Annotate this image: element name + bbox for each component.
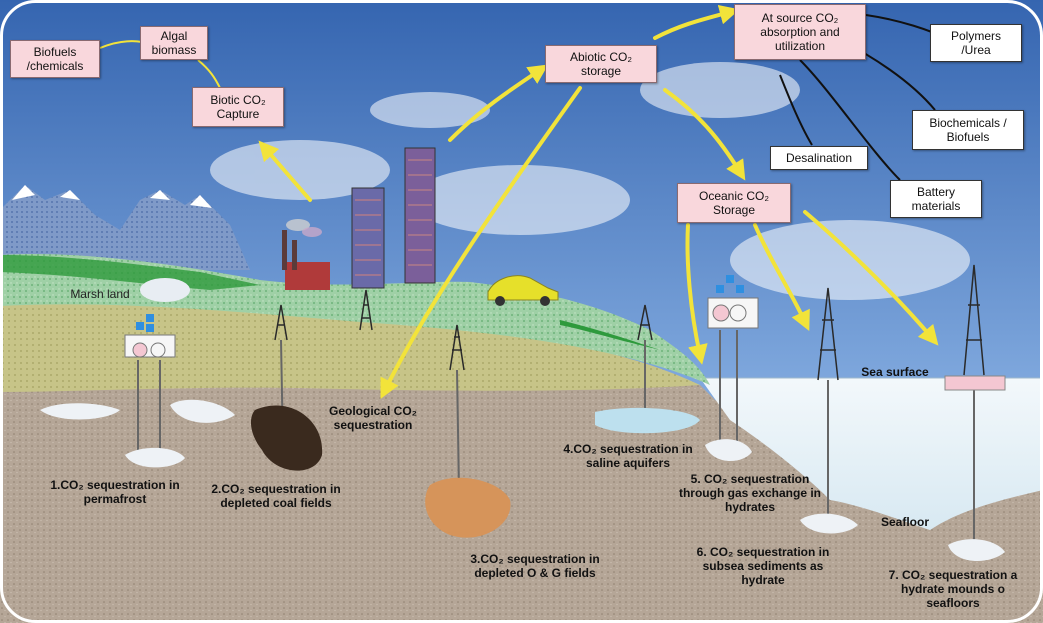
label-seafloor: Seafloor	[880, 515, 929, 529]
pipes	[137, 330, 975, 545]
box-desalination: Desalination	[770, 146, 868, 170]
flow-arrows	[258, 4, 939, 399]
capture-plant-left	[124, 314, 176, 358]
box-biotic-capture: Biotic CO₂ Capture	[192, 87, 284, 127]
box-biotic-capture-label: Biotic CO₂ Capture	[210, 93, 266, 121]
label-sea-surface: Sea surface	[861, 365, 929, 379]
yellow-stratum	[0, 303, 700, 392]
capture-plant-sea	[707, 275, 759, 329]
box-battery-materials: Battery materials	[890, 180, 982, 218]
algal-connector	[99, 40, 143, 49]
box-biochemicals-biofuels: Biochemicals / Biofuels	[912, 110, 1024, 150]
skyscrapers	[351, 147, 436, 289]
factory	[282, 219, 330, 290]
drilling-rigs	[274, 264, 985, 381]
marsh-grass	[0, 255, 260, 290]
label-geological: Geological CO₂ sequestration	[328, 404, 417, 432]
car	[487, 275, 559, 306]
box-algal-biomass: Algal biomass	[140, 26, 208, 60]
label-s1: 1.CO₂ sequestration in permafrost	[50, 478, 180, 506]
box-abiotic-storage: Abiotic CO₂ storage	[545, 45, 657, 83]
box-at-source-label: At source CO₂ absorption and utilization	[760, 11, 840, 53]
box-oceanic-storage: Oceanic CO₂ Storage	[677, 183, 791, 223]
label-s5: 5. CO₂ sequestration through gas exchang…	[678, 472, 822, 514]
reservoirs	[40, 399, 1005, 562]
box-battery-materials-label: Battery materials	[911, 185, 961, 213]
label-s2: 2.CO₂ sequestration in depleted coal fie…	[211, 482, 341, 510]
box-biofuels-chemicals-label: Biofuels /chemicals	[26, 45, 84, 73]
label-s4: 4.CO₂ sequestration in saline aquifers	[563, 442, 693, 470]
box-desalination-label: Desalination	[785, 151, 853, 165]
clouds	[210, 62, 970, 300]
sea-platform	[944, 375, 1006, 391]
mountains	[0, 185, 250, 270]
label-marsh-land: Marsh land	[70, 287, 130, 301]
ice-patch	[140, 278, 190, 302]
label-s7: 7. CO₂ sequestration a hydrate mounds o …	[888, 568, 1018, 610]
biotic-connector	[197, 59, 221, 89]
box-abiotic-storage-label: Abiotic CO₂ storage	[569, 50, 632, 78]
box-oceanic-storage-label: Oceanic CO₂ Storage	[698, 189, 769, 217]
grass-strip	[560, 320, 660, 350]
label-s3: 3.CO₂ sequestration in depleted O & G fi…	[470, 552, 600, 580]
label-s6: 6. CO₂ sequestration in subsea sediments…	[696, 545, 830, 587]
box-biochemicals-biofuels-label: Biochemicals / Biofuels	[929, 116, 1007, 144]
box-polymers-urea-label: Polymers /Urea	[950, 29, 1001, 57]
box-at-source: At source CO₂ absorption and utilization	[734, 4, 866, 60]
seabed	[830, 500, 1043, 623]
box-algal-biomass-label: Algal biomass	[151, 29, 197, 57]
sea	[700, 378, 1043, 530]
box-polymers-urea: Polymers /Urea	[930, 24, 1022, 62]
box-biofuels-chemicals: Biofuels /chemicals	[10, 40, 100, 78]
